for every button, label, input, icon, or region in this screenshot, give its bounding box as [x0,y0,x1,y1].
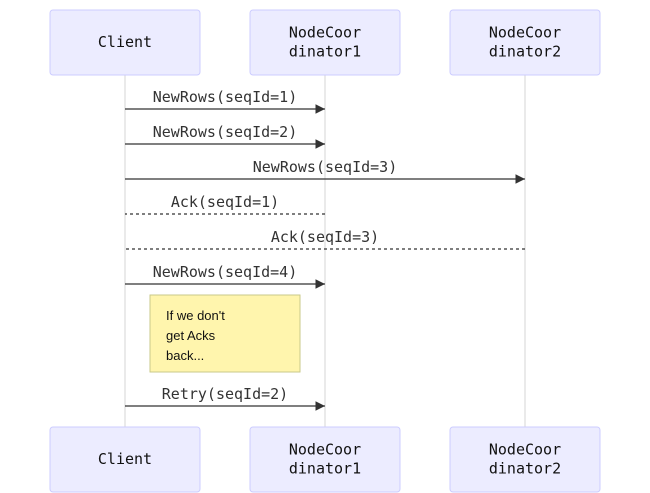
note-text: get Acks [166,328,216,343]
message-label: NewRows(seqId=4) [153,263,298,281]
actor-client-top: Client [49,9,201,76]
message-1: NewRows(seqId=1) [125,88,325,114]
actor-label: dinator1 [289,43,361,61]
message-5: Ack(seqId=3) [125,228,525,250]
message-label: Retry(seqId=2) [162,385,288,403]
note-box [149,294,301,373]
message-label: NewRows(seqId=3) [253,158,398,176]
message-label: NewRows(seqId=2) [153,123,298,141]
actor-label: dinator2 [489,43,561,61]
actor-label: Client [98,33,152,51]
note-text: If we don't [166,308,225,323]
actor-box [249,9,401,76]
actor-box [49,9,201,76]
message-6: NewRows(seqId=4) [125,263,325,289]
actor-box [449,9,601,76]
message-label: Ack(seqId=3) [271,228,379,246]
actor-label: Client [98,450,152,468]
actor-label: dinator2 [489,460,561,478]
message-label: Ack(seqId=1) [171,193,279,211]
message-label: NewRows(seqId=1) [153,88,298,106]
actor-client-bottom: Client [49,426,201,493]
actor-box [49,426,201,493]
message-7: Retry(seqId=2) [125,385,325,411]
actor-label: NodeCoor [489,441,561,459]
note-text: back... [166,348,204,363]
message-3: NewRows(seqId=3) [125,158,525,184]
actor-label: NodeCoor [289,441,361,459]
actor-label: dinator1 [289,460,361,478]
actor-label: NodeCoor [489,24,561,42]
actor-label: NodeCoor [289,24,361,42]
note: If we don't get Acks back... [149,294,301,373]
actor-box [449,426,601,493]
message-4: Ack(seqId=1) [125,193,325,215]
actor-box [249,426,401,493]
message-2: NewRows(seqId=2) [125,123,325,149]
